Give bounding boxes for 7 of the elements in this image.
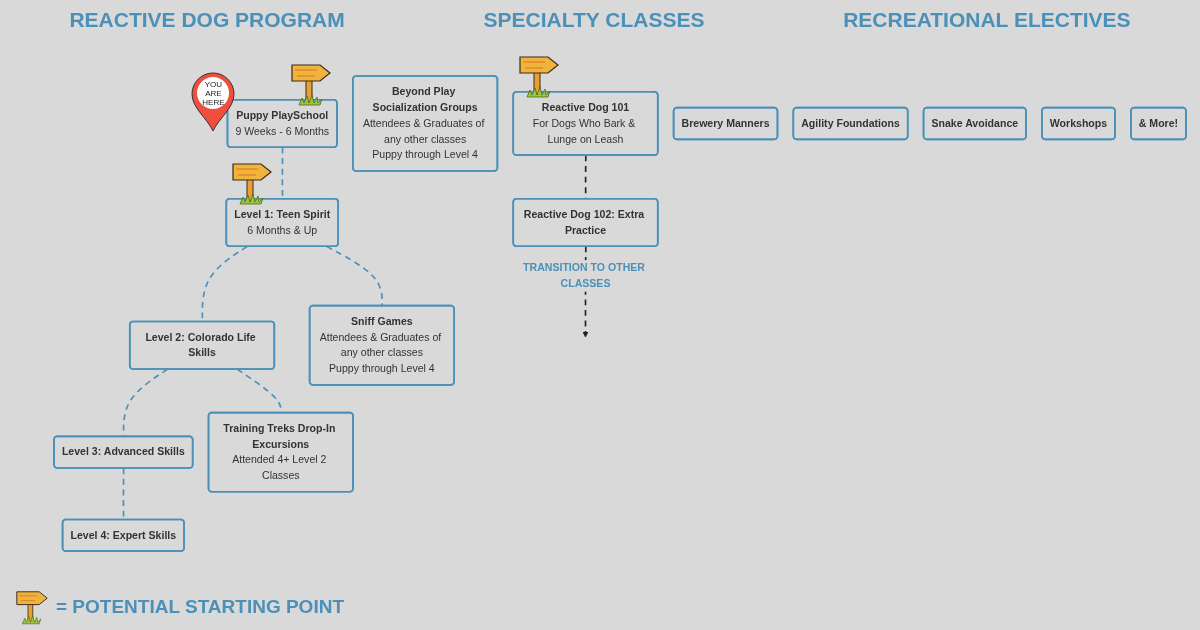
section-heading: SPECIALTY CLASSES xyxy=(483,8,705,32)
edge-label: TRANSITION TO OTHER CLASSES xyxy=(523,262,645,290)
legend-text: = POTENTIAL STARTING POINT xyxy=(56,596,344,618)
section-heading: RECREATIONAL ELECTIVES xyxy=(843,8,1131,32)
connector xyxy=(326,246,384,308)
pin-label: YOU ARE HERE xyxy=(201,80,226,108)
section-heading: REACTIVE DOG PROGRAM xyxy=(69,8,345,32)
